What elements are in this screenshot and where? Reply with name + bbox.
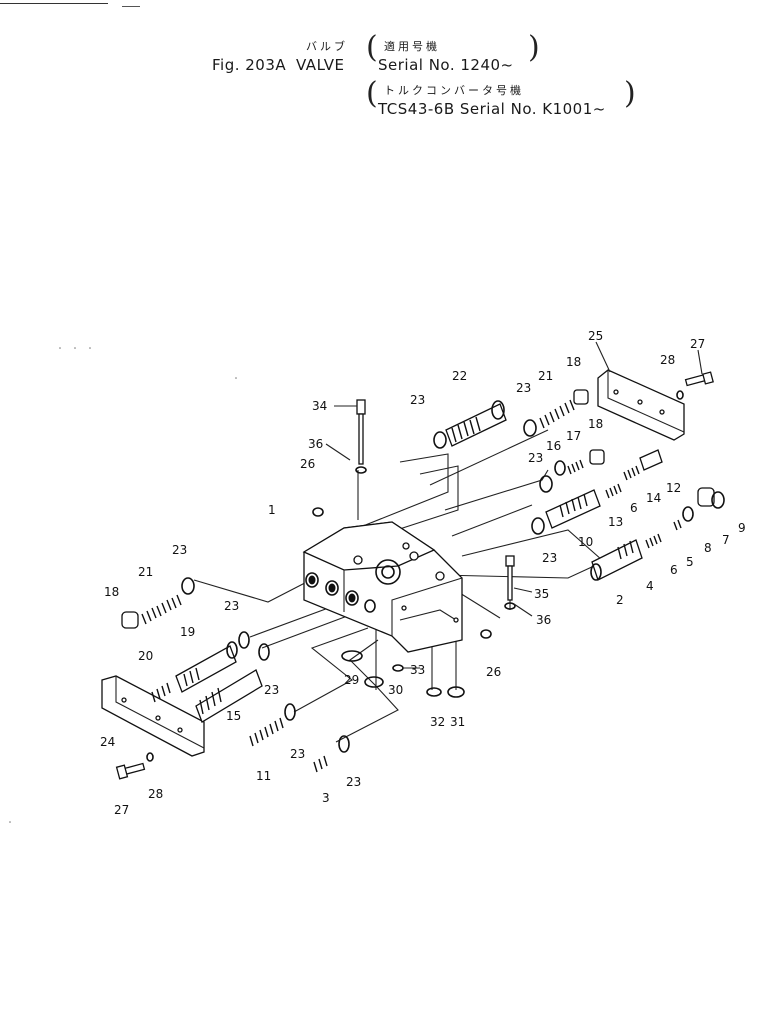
callout-23h: 23 — [290, 747, 305, 761]
callout-23c: 23 — [528, 451, 543, 465]
scan-dots — [9, 347, 237, 823]
callout-23i: 23 — [346, 775, 361, 789]
callout-16: 16 — [546, 439, 561, 453]
callout-3: 3 — [322, 791, 330, 805]
callout-23f: 23 — [224, 599, 239, 613]
figure-label: Fig. 203A — [212, 56, 287, 74]
oring-23-top — [433, 431, 447, 449]
top-rule — [0, 3, 108, 4]
converter-paren-close: ) — [624, 76, 636, 111]
callout-28b: 28 — [148, 787, 163, 801]
oring-23-top2 — [523, 419, 537, 437]
serial-number-line: Serial No. 1240~ — [378, 56, 514, 74]
callout-4: 4 — [646, 579, 654, 593]
callout-27b: 27 — [114, 803, 129, 817]
valve-name-kana: バルブ — [306, 40, 348, 53]
callout-22: 22 — [452, 369, 467, 383]
callout-35: 35 — [534, 587, 549, 601]
applicable-kana: 適用号機 — [384, 40, 440, 53]
callout-11: 11 — [256, 769, 271, 783]
callout-18a: 18 — [566, 355, 581, 369]
callout-21b: 21 — [538, 369, 553, 383]
callout-17: 17 — [566, 429, 581, 443]
callout-18b: 18 — [588, 417, 603, 431]
callout-26b: 26 — [486, 665, 501, 679]
callout-34: 34 — [312, 399, 327, 413]
callout-23g: 23 — [264, 683, 279, 697]
spool-2 — [590, 487, 725, 581]
callout-23d: 23 — [542, 551, 557, 565]
callout-27a: 27 — [690, 337, 705, 351]
callout-23b: 23 — [516, 381, 531, 395]
callout-13: 13 — [608, 515, 623, 529]
callout-20: 20 — [138, 649, 153, 663]
spool-10 — [531, 489, 601, 535]
callout-19: 19 — [180, 625, 195, 639]
valve-name: VALVE — [296, 56, 345, 74]
assembly-leader-lines — [193, 429, 603, 743]
serial-paren-close: ) — [528, 30, 540, 65]
callout-23a: 23 — [410, 393, 425, 407]
washer-26-right — [480, 629, 492, 639]
bolt-27-left — [115, 752, 154, 780]
callout-5: 5 — [686, 555, 694, 569]
spring-13-14-12 — [605, 449, 663, 499]
washer-26-top — [312, 507, 324, 517]
bolt-34 — [355, 399, 367, 474]
converter-kana: トルクコンバータ号機 — [384, 84, 524, 97]
part-callouts: 1 2 3 4 5 6 6 7 8 9 10 11 12 13 14 15 16… — [100, 329, 746, 817]
callout-6b: 6 — [630, 501, 638, 515]
callout-36a: 36 — [308, 437, 323, 451]
left-side-parts — [121, 577, 350, 773]
callout-10: 10 — [578, 535, 593, 549]
callout-21a: 21 — [138, 565, 153, 579]
callout-18c: 18 — [104, 585, 119, 599]
plug-18-top — [573, 389, 589, 405]
valve-body — [302, 521, 463, 653]
valve-16-17 — [539, 449, 605, 493]
callout-7: 7 — [722, 533, 730, 547]
converter-serial-line: TCS43-6B Serial No. K1001~ — [378, 100, 606, 118]
callout-24: 24 — [100, 735, 115, 749]
bolt-27-right — [676, 371, 714, 400]
callout-12: 12 — [666, 481, 681, 495]
callout-36b: 36 — [536, 613, 551, 627]
right-cover-plate — [597, 369, 685, 441]
bolt-35 — [504, 555, 516, 610]
converter-paren-open: ( — [366, 76, 378, 111]
callout-14: 14 — [646, 491, 661, 505]
bottom-rings — [341, 650, 465, 698]
callout-2: 2 — [616, 593, 624, 607]
callout-28a: 28 — [660, 353, 675, 367]
callout-23e: 23 — [172, 543, 187, 557]
callout-32: 32 — [430, 715, 445, 729]
spool-22 — [445, 400, 507, 447]
left-cover-plate — [101, 675, 205, 757]
callout-30: 30 — [388, 683, 403, 697]
spring-21-top — [539, 399, 575, 429]
callout-1: 1 — [268, 503, 276, 517]
top-rule-short — [122, 6, 140, 7]
callout-8: 8 — [704, 541, 712, 555]
callout-26a: 26 — [300, 457, 315, 471]
callout-31: 31 — [450, 715, 465, 729]
callout-lines — [325, 341, 703, 669]
callout-33: 33 — [410, 663, 425, 677]
callout-29: 29 — [344, 673, 359, 687]
callout-25: 25 — [588, 329, 603, 343]
serial-paren-open: ( — [366, 30, 378, 65]
callout-15: 15 — [226, 709, 241, 723]
callout-9: 9 — [738, 521, 746, 535]
callout-6a: 6 — [670, 563, 678, 577]
